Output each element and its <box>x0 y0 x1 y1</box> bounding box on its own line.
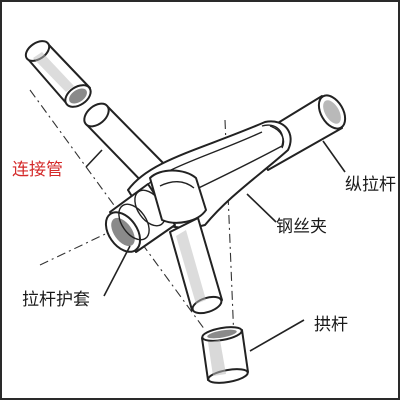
label-steel-wire-clamp: 钢丝夹 <box>276 217 327 237</box>
lower-arch-tube <box>169 217 223 315</box>
top-sleeve-part <box>24 40 92 108</box>
leader-steel-wire-clamp <box>246 193 277 223</box>
label-bar-protective-sleeve: 拉杆护套 <box>22 290 90 310</box>
connector-hub <box>149 169 207 224</box>
arch-centerline <box>29 89 206 331</box>
leader-arch-bar <box>249 319 305 352</box>
label-connector-pipe: 连接管 <box>12 160 63 180</box>
leader-lines <box>85 140 346 352</box>
label-longitudinal-bar: 纵拉杆 <box>345 175 396 195</box>
leader-longitudinal-bar <box>322 140 346 173</box>
label-arch-bar: 拱杆 <box>314 315 348 335</box>
leader-connector-pipe <box>85 149 103 168</box>
bottom-sleeve-part <box>201 326 249 384</box>
leader-protective-sleeve <box>103 245 131 297</box>
